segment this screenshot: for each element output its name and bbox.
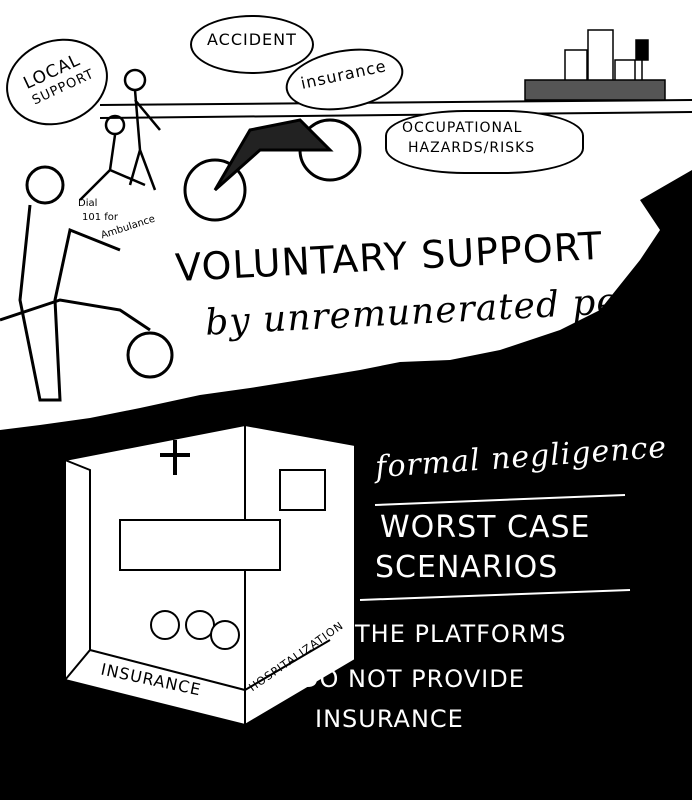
arrow-icon (398, 363, 435, 422)
worst-case-line2: SCENARIOS (375, 550, 559, 585)
bubble-accident (190, 15, 314, 74)
accident-label: ACCIDENT (207, 30, 297, 49)
motorbike-drawing (183, 118, 362, 222)
platforms-line2: DO NOT PROVIDE (300, 665, 525, 693)
bubble-occupational (385, 110, 584, 174)
hospital-room-drawing (64, 423, 356, 727)
worst-case-line1: WORST CASE (380, 510, 591, 545)
city-skyline (524, 29, 666, 101)
occupational-line1: OCCUPATIONAL (402, 120, 523, 136)
platforms-line3: INSURANCE (315, 705, 464, 733)
scooter-rider-drawing (0, 165, 174, 402)
dial-line1: Dial (78, 198, 98, 209)
dial-line2: 101 for (82, 212, 119, 223)
people-drawing (79, 68, 161, 201)
platforms-line1: THE PLATFORMS (355, 620, 567, 648)
occupational-line2: HAZARDS/RISKS (408, 140, 536, 156)
